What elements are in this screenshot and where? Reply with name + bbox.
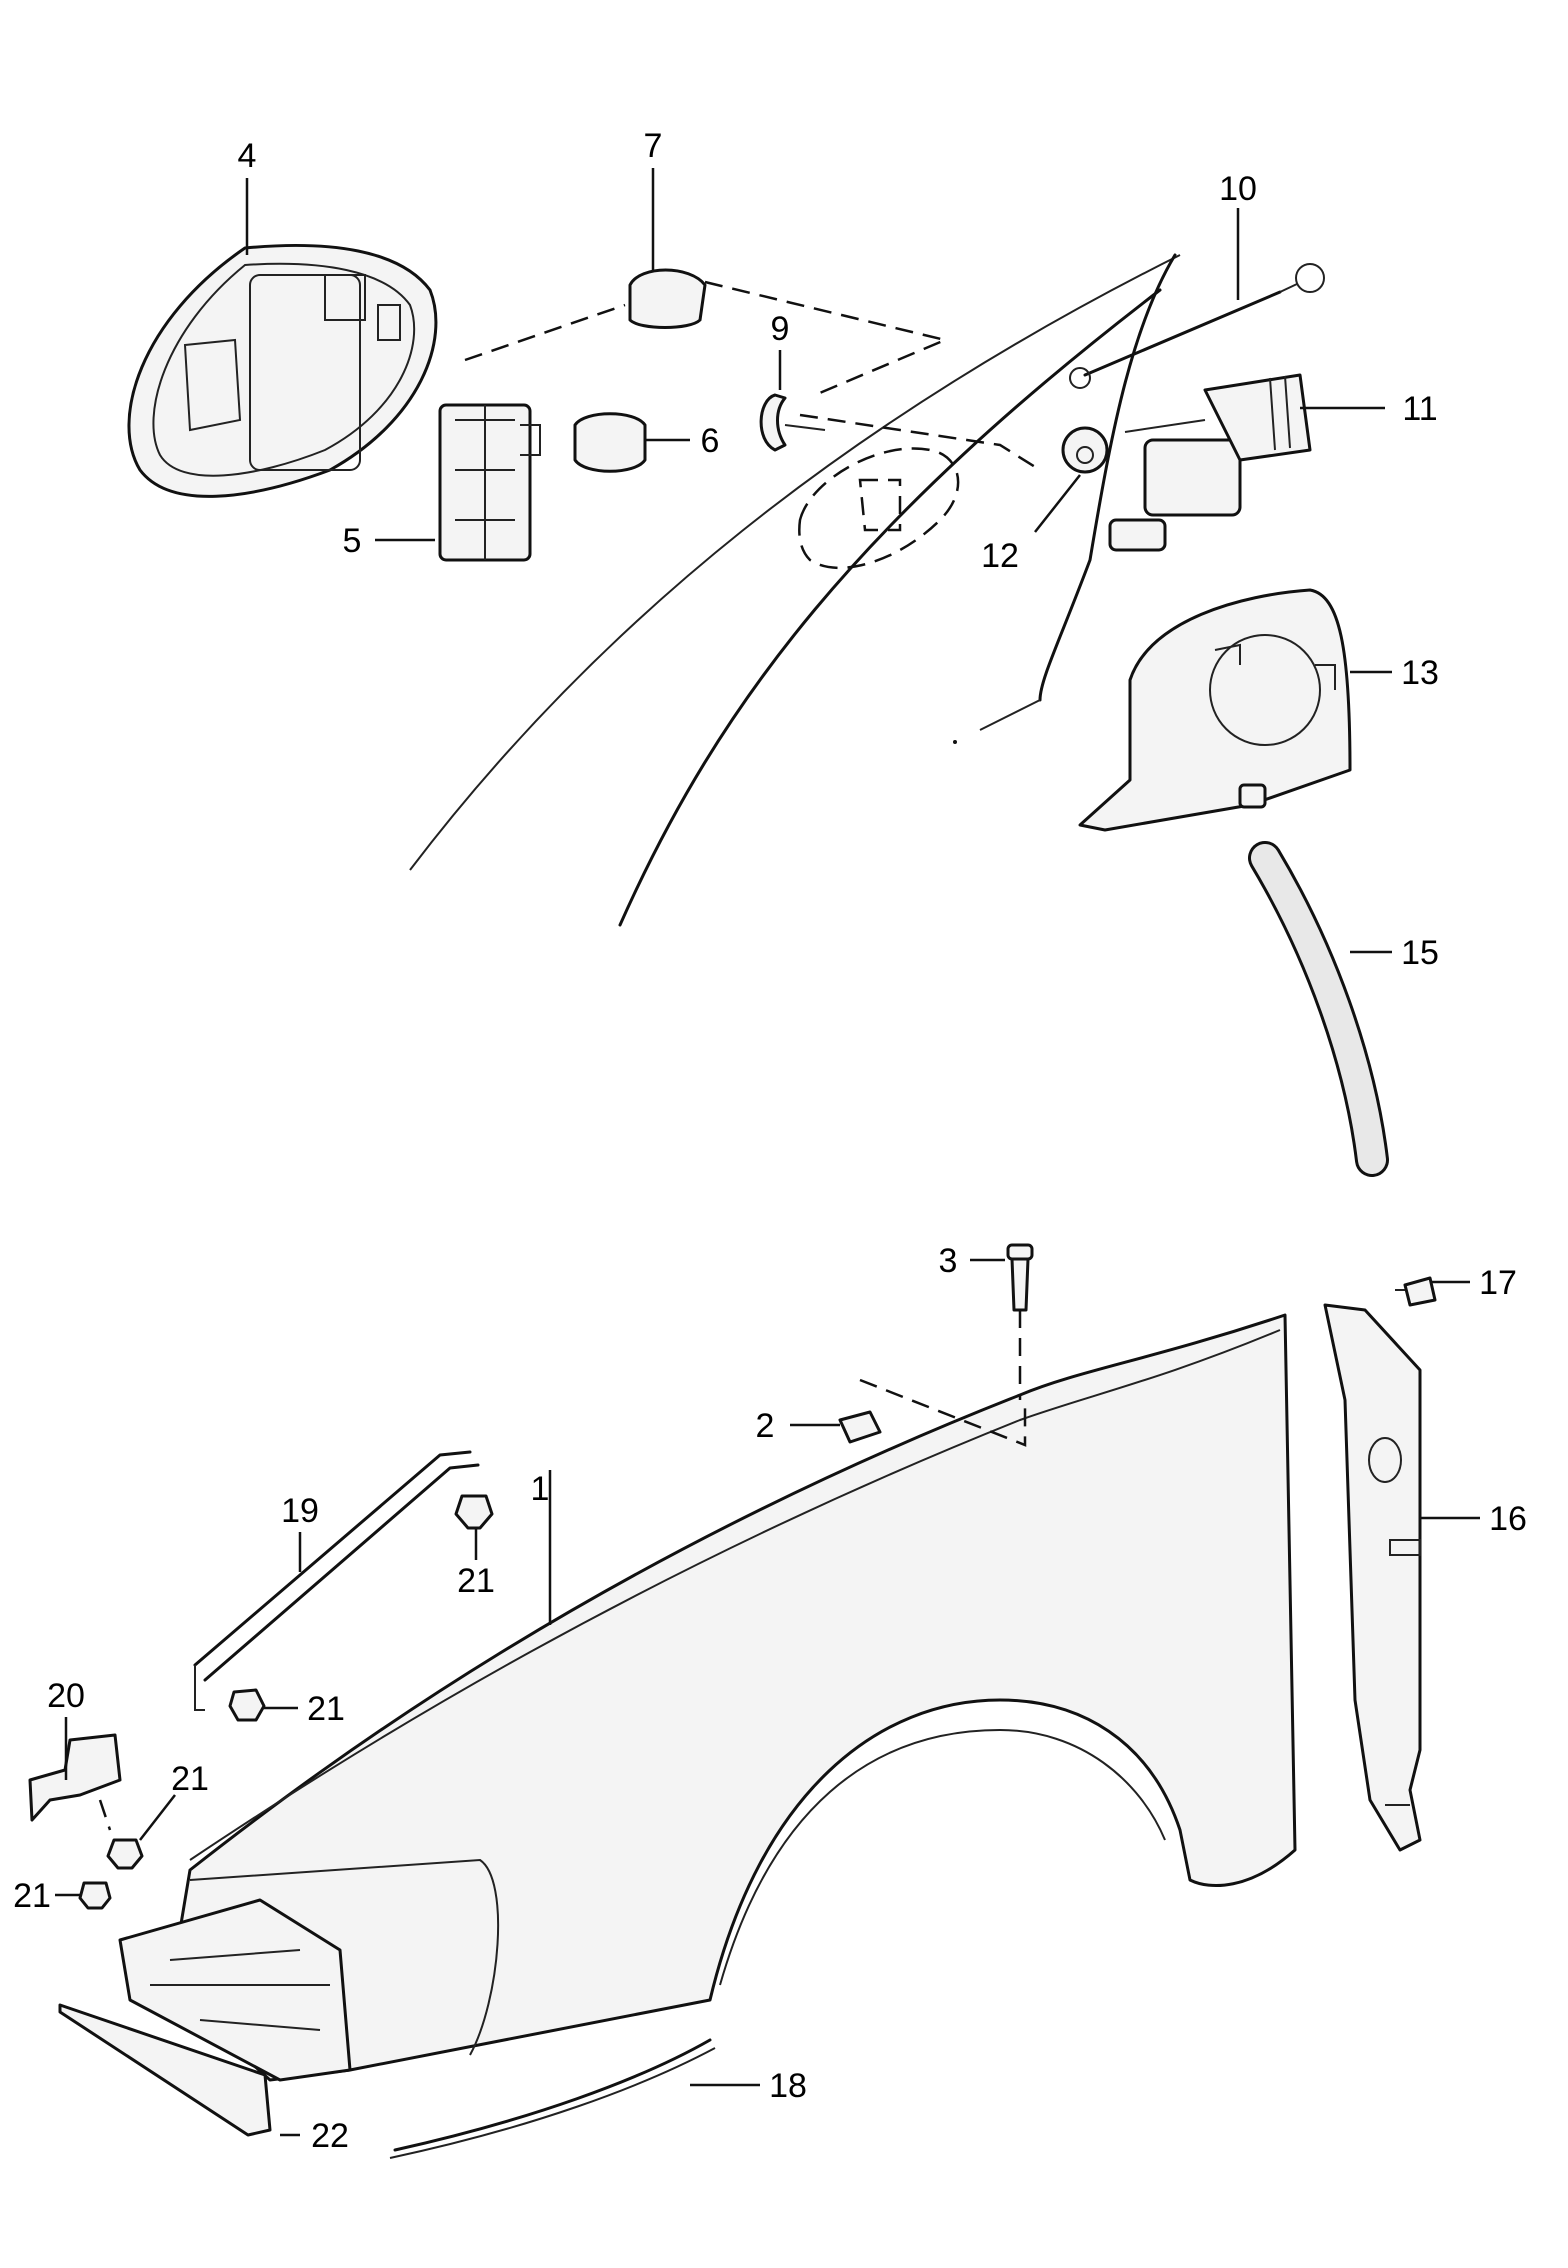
trim-strip-part-18	[389, 2038, 716, 2159]
nut-21c	[106, 1838, 144, 1870]
callout-10: 10	[1219, 170, 1257, 208]
side-bracket-part-16	[1323, 1303, 1422, 1852]
callout-21b: 21	[307, 1690, 345, 1728]
grommet-part-12	[1061, 426, 1109, 474]
callout-4: 4	[238, 137, 257, 175]
front-fender-part-1	[118, 1313, 1297, 2082]
callout-6: 6	[701, 422, 720, 460]
buffer-part-9	[759, 393, 1041, 472]
callout-12: 12	[981, 537, 1019, 575]
nut-21a	[454, 1494, 494, 1530]
callout-18: 18	[769, 2067, 807, 2105]
guide-bracket-part-5	[438, 403, 541, 562]
nut-21d	[78, 1881, 112, 1910]
leader-lines	[55, 168, 1480, 2137]
filler-housing-part-13	[1078, 588, 1352, 832]
plastic-clip-part-17	[1395, 1276, 1437, 1307]
callout-16: 16	[1489, 1500, 1527, 1538]
clip-nut-part-2	[838, 1378, 1027, 1447]
callout-21a: 21	[457, 1562, 495, 1600]
actuator-part-11	[1108, 373, 1312, 552]
callout-17: 17	[1479, 1264, 1517, 1302]
callout-20: 20	[47, 1677, 85, 1715]
callout-1: 1	[531, 1470, 550, 1508]
callout-19: 19	[281, 1492, 319, 1530]
screw-part-3	[1006, 1243, 1034, 1400]
drain-hose-part-15	[1248, 841, 1389, 1177]
clip-part-7	[464, 268, 949, 397]
nut-21b	[228, 1688, 266, 1722]
callout-11: 11	[1402, 390, 1437, 428]
callout-3: 3	[939, 1242, 958, 1280]
callout-21d: 21	[13, 1877, 51, 1915]
callout-13: 13	[1401, 654, 1439, 692]
body-outline-upper	[409, 253, 1181, 927]
callout-15: 15	[1401, 934, 1439, 972]
lower-trim-part-22	[58, 2003, 272, 2137]
callout-7: 7	[644, 127, 663, 165]
filler-recess	[798, 447, 960, 569]
release-cable-part-10	[1069, 263, 1325, 389]
callout-22: 22	[311, 2117, 349, 2155]
mounting-bracket-part-20	[28, 1733, 122, 1831]
filler-flap-cover	[127, 243, 438, 498]
clip-part-6	[573, 412, 647, 473]
callout-21c: 21	[171, 1760, 209, 1798]
callout-labels: 1 2 3 4 5 6 7 9 10 11 12 13 15 16 17 18 …	[13, 127, 1527, 2155]
callout-9: 9	[771, 310, 790, 348]
brace-strap-part-19	[193, 1450, 480, 1711]
callout-2: 2	[756, 1407, 775, 1445]
callout-5: 5	[343, 522, 362, 560]
